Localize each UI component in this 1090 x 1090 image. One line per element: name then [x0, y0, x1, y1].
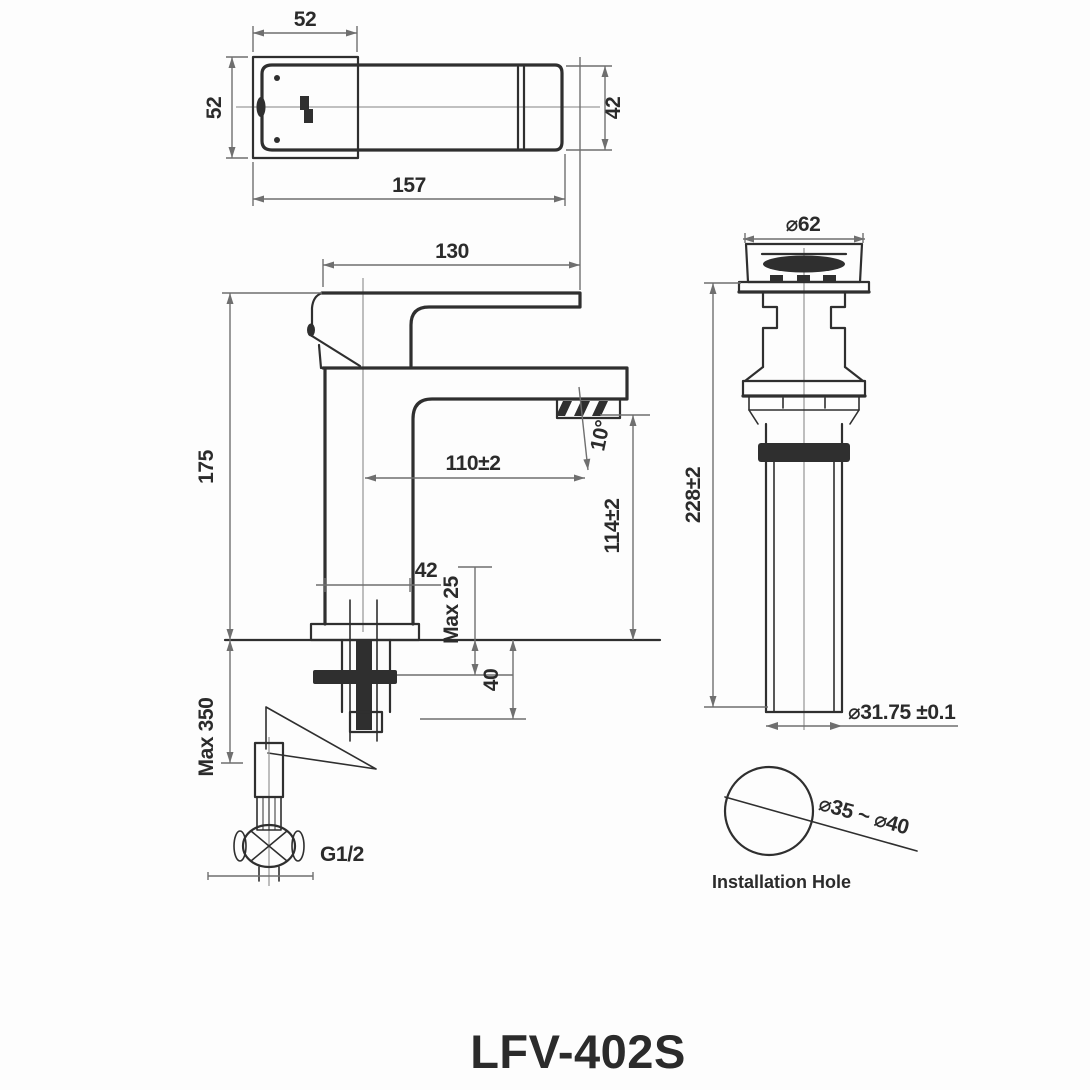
dim-228-label: 228±2	[682, 467, 705, 523]
dim-max25-label: Max 25	[440, 575, 463, 643]
handle-base-seam	[310, 334, 362, 370]
dim-157-label: 157	[392, 174, 426, 197]
installation-hole-view: ⌀35 ~ ⌀40 Installation Hole	[712, 765, 918, 892]
drain-neck-right	[829, 290, 847, 369]
connector-width-line	[207, 872, 314, 880]
connector-wing-left	[233, 830, 247, 862]
handle-groove-lines	[516, 65, 526, 150]
handle-lever-end	[310, 291, 324, 338]
pop-up-cap-foot	[797, 275, 810, 283]
dim-40-label: 40	[480, 669, 503, 692]
spout-angle-line	[578, 386, 591, 471]
drain-seat-flare	[743, 365, 865, 383]
dim-52-side-label: 52	[203, 97, 226, 120]
installation-hole-caption: Installation Hole	[712, 872, 851, 892]
handle-top-outline	[260, 63, 564, 152]
model-number: LFV-402S	[470, 1025, 686, 1078]
mounting-nut	[313, 670, 397, 684]
handle-logo-mark	[304, 109, 313, 123]
dim-52-top-label: 52	[294, 8, 317, 31]
tailpipe-walls	[764, 422, 844, 714]
body-and-spout-outline	[321, 366, 629, 626]
dim-d62-label: ⌀62	[786, 213, 821, 236]
connector-outlet-stubs	[258, 866, 280, 882]
handle-screw-dot	[274, 75, 280, 81]
drain-lock-ring	[748, 395, 860, 411]
connector-wing-right	[291, 830, 305, 862]
handle-screw-dot	[274, 137, 280, 143]
dim-42-front-label: 42	[415, 559, 438, 582]
dim-max350-label: Max 350	[195, 698, 218, 777]
tailpipe-inner-walls	[773, 461, 835, 713]
thread-g12-label: G1/2	[320, 843, 364, 866]
dim-110-label: 110±2	[445, 452, 500, 475]
faucet-top-view: 52 52 157 42	[203, 8, 625, 290]
faucet-front-view: 130 175 Max 350 110±2 10° 114±2 42 Max 2…	[195, 240, 662, 886]
pop-up-cap	[763, 255, 845, 273]
handle-logo-mark	[300, 96, 309, 110]
handle-end-indicator	[256, 97, 266, 117]
base-plate	[309, 622, 421, 642]
dim-42-top-label: 42	[602, 97, 625, 120]
faucet-body-top-outline	[251, 55, 360, 160]
handle-lever-outline	[320, 291, 582, 368]
dim-10deg-label: 10°	[586, 418, 615, 453]
pop-up-cap-foot	[770, 275, 783, 283]
dim-175-label: 175	[195, 449, 218, 484]
pop-up-cap-foot	[823, 275, 836, 283]
installation-hole-circle	[723, 765, 815, 857]
drain-neck-left	[761, 290, 779, 369]
dim-130-label: 130	[435, 240, 469, 263]
threaded-stud	[356, 640, 372, 730]
dim-extension	[458, 566, 492, 640]
connector-wing-nut	[241, 823, 297, 869]
shank-end-fitting	[348, 710, 384, 734]
drain-taper	[748, 409, 860, 425]
connector-nut-cross	[250, 830, 288, 862]
pop-up-drain-view: ⌀62 228±2 ⌀31.75 ±0.1	[682, 213, 958, 730]
hole-diameter-leader-line	[724, 796, 918, 852]
dim-114-label: 114±2	[601, 498, 624, 553]
rubber-gasket-ring	[758, 443, 850, 462]
dim-d3175-label: ⌀31.75 ±0.1	[848, 701, 956, 724]
temperature-indicator-dot	[307, 323, 315, 337]
hole-diameter-label: ⌀35 ~ ⌀40	[816, 792, 911, 839]
dim-line-42-front	[316, 578, 441, 592]
aerator-outline	[555, 397, 622, 420]
